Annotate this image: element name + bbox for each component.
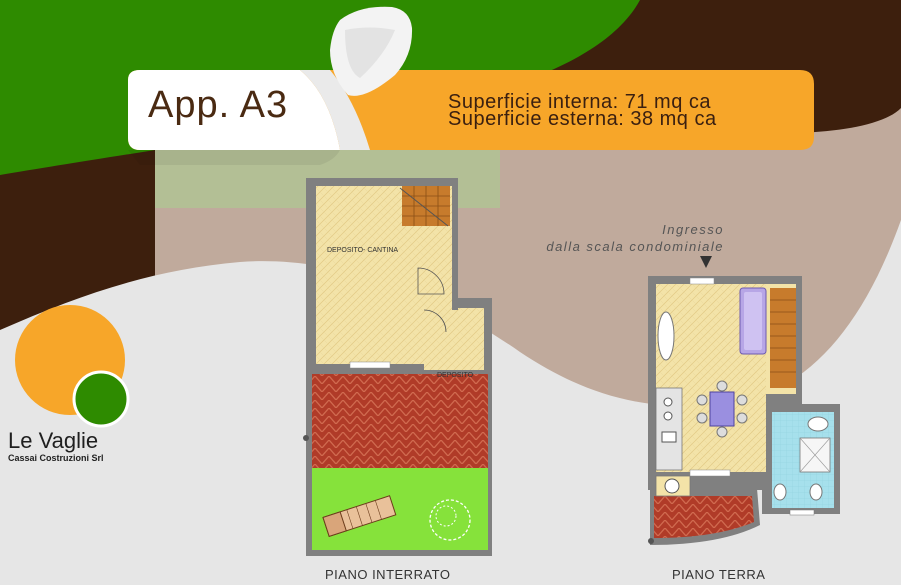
entrance-line-1: Ingresso [662,222,724,237]
brand-subtitle: Cassai Costruzioni Srl [8,453,104,463]
entrance-label: Ingresso dalla scala condominiale [520,221,724,255]
surface-external-text: Superficie esterna: 38 mq ca [448,108,717,130]
basement-plan-label: PIANO INTERRATO [325,567,451,582]
surface-internal-text: Superficie interna: 71 mq ca [448,91,712,113]
entrance-line-2: dalla scala condominiale [546,239,724,254]
room-label-cellar: DEPOSITO- CANTINA [327,247,399,254]
ground-floor-plan-label: PIANO TERRA [672,567,766,582]
brand-name: Le Vaglie [8,428,99,453]
room-label-storage: DEPOSITO [437,372,474,379]
apartment-title: App. A3 [148,84,289,126]
